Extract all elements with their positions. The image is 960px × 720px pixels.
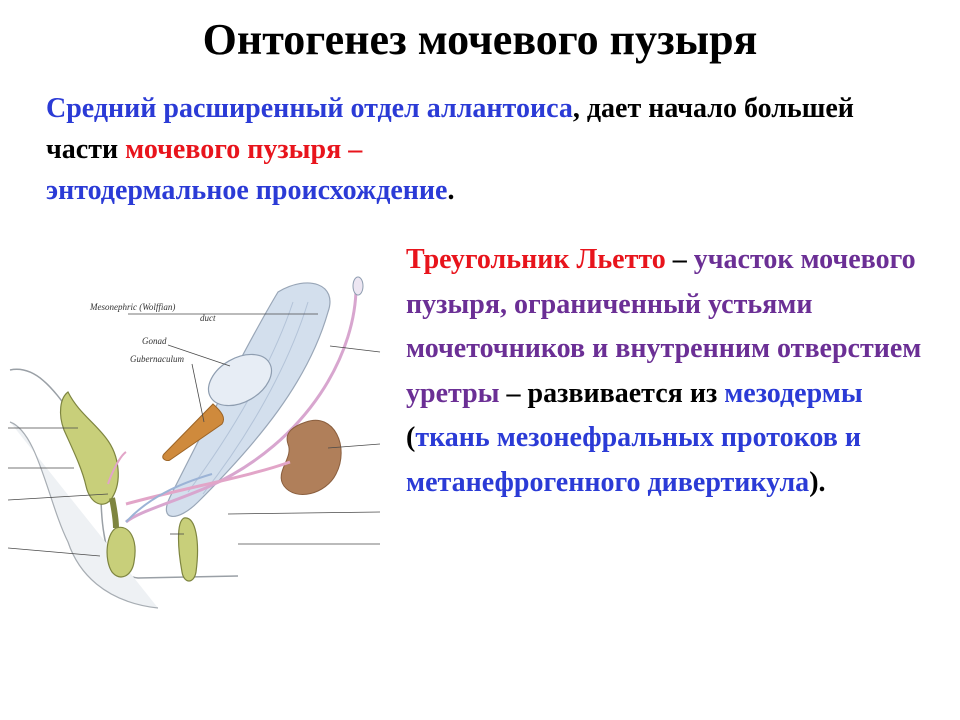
gubernaculum-shape: [162, 403, 225, 461]
embryo-anatomy-illustration: Mesonephric (Wolffian) duct Gonad Gubern…: [8, 276, 381, 609]
slide-title: Онтогенез мочевого пузыря: [202, 15, 758, 64]
duct-line-blue: [125, 473, 213, 523]
intro-text: , дает начало большей части: [46, 93, 854, 165]
intro-paragraph: Средний расширенный отдел аллантоиса, да…: [46, 88, 926, 211]
intro-allantois-term: Средний расширенный отдел аллантоиса: [46, 93, 573, 124]
intro-period: .: [447, 175, 455, 206]
trigone-paragraph: Треугольник Льетто – участок мочевого пу…: [406, 238, 936, 505]
trigone-definition: участок мочевого пузыря, ограниченный ус…: [406, 244, 922, 409]
ureter: [125, 460, 291, 506]
intro-origin-term: энтодермальное происхождение: [46, 175, 448, 206]
label-gubernaculum: Gubernaculum: [130, 354, 184, 364]
wolffian-duct: [125, 281, 358, 524]
paren-open: (: [406, 422, 416, 453]
label-mesonephric-duct-2: duct: [200, 313, 216, 323]
trigone-dash: –: [665, 244, 687, 275]
rectum-duct: [107, 451, 127, 485]
label-mesonephric-duct-1: Mesonephric (Wolffian): [89, 302, 175, 312]
label-gonad: Gonad: [142, 336, 167, 346]
sinus-connector: [109, 497, 119, 529]
duct-tip: [352, 276, 364, 296]
paren-close: ).: [809, 466, 826, 498]
gonad-shape: [207, 353, 273, 407]
kidney-shape: [280, 419, 342, 495]
trigone-term: Треугольник Льетто: [406, 244, 666, 275]
allantois-bladder: [59, 391, 119, 505]
genital-tubercle: [177, 517, 199, 582]
leader-lines: [8, 313, 381, 557]
mesoderm-term: мезодермы: [724, 377, 863, 409]
urogenital-sinus: [106, 526, 136, 578]
intro-bladder-term: мочевого пузыря –: [125, 134, 363, 165]
tissue-origin-term: ткань мезонефральных протоков и метанефр…: [406, 422, 861, 498]
trigone-develops-text: – развивается из: [499, 377, 725, 409]
